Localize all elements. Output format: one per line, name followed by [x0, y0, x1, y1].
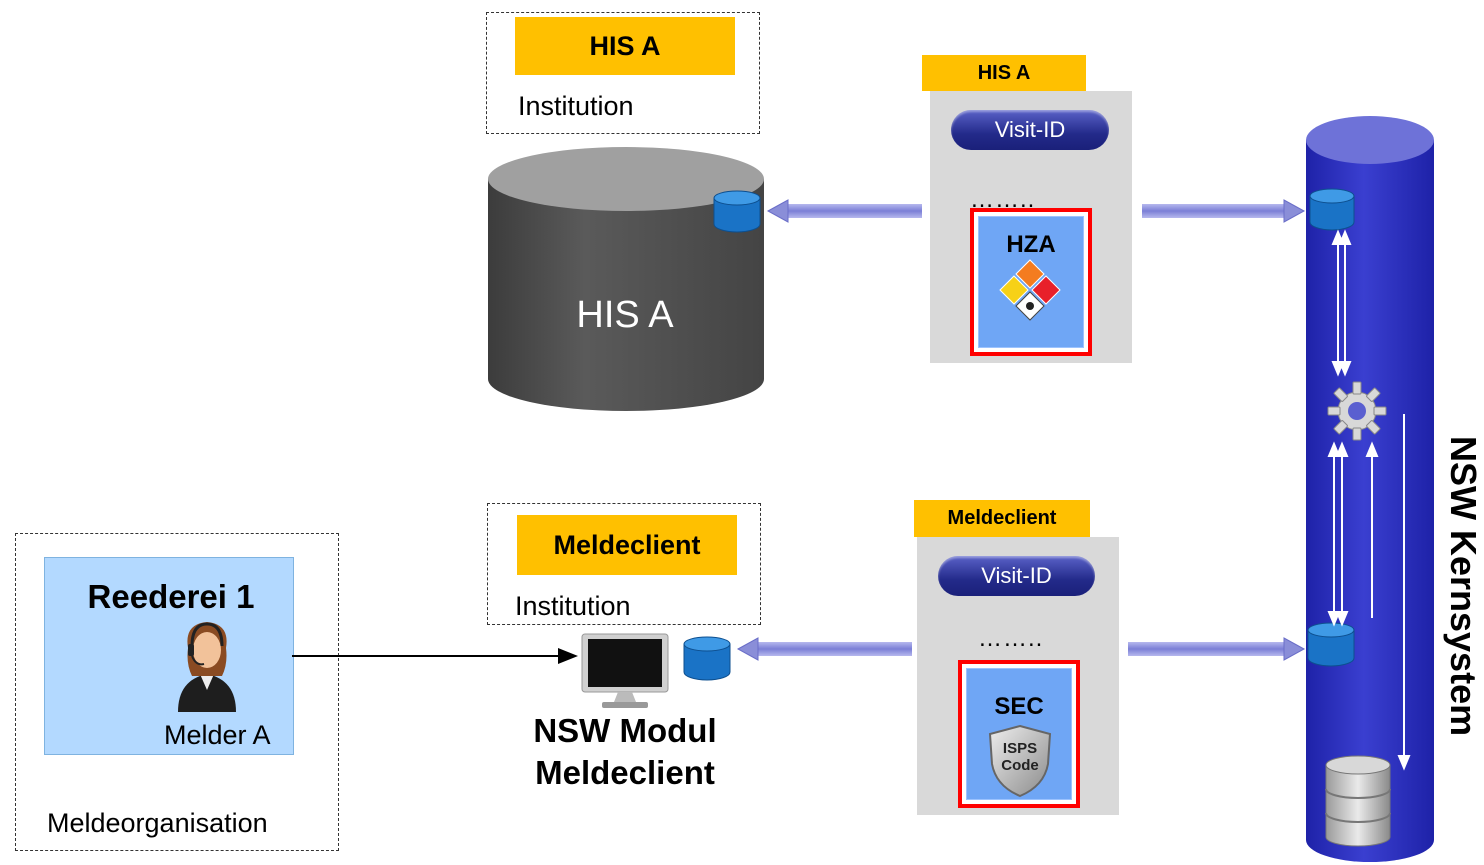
- core-system-title: NSW Kernsystem: [1443, 436, 1484, 737]
- client-message-dots: ……..: [978, 625, 1044, 652]
- reporter-to-client-arrow: [292, 648, 578, 664]
- his-visit-id-pill: Visit-ID: [951, 110, 1109, 150]
- reporter-box: [44, 557, 294, 755]
- his-database-label: HIS A: [576, 294, 674, 336]
- sec-document-title: SEC: [994, 693, 1044, 720]
- his-institution-frame: [486, 12, 760, 134]
- core-internal-arrows: [1327, 229, 1411, 771]
- gear-icon: [1327, 381, 1387, 441]
- his-db-connector-icon: [713, 190, 761, 233]
- client-panel-to-core-arrow: [1128, 637, 1306, 661]
- his-database-cylinder: [488, 147, 764, 411]
- isps-badge-line2: Code: [1001, 757, 1039, 774]
- nsw-module-label-line2: Meldeclient: [535, 754, 715, 791]
- his-message-tab: HIS A: [922, 55, 1086, 91]
- isps-badge-line1: ISPS: [1002, 740, 1038, 757]
- client-visit-id-pill: Visit-ID: [938, 556, 1095, 596]
- his-panel-to-db-arrow: [766, 199, 922, 223]
- database-stack-icon: [1325, 755, 1391, 847]
- client-institution-frame: [487, 503, 761, 625]
- core-client-db-icon: [1307, 622, 1355, 667]
- reporter-org-caption: Meldeorganisation: [47, 808, 268, 838]
- reporter-person-label: Melder A: [164, 720, 271, 750]
- isps-shield-icon: [988, 724, 1052, 798]
- nsw-module-label-line1: NSW Modul: [533, 712, 717, 749]
- client-institution-label: Meldeclient: [517, 515, 737, 575]
- client-message-tab: Meldeclient: [914, 500, 1090, 537]
- hza-document-title: HZA: [1006, 231, 1056, 258]
- nsw-module-label: NSW Modul Meldeclient: [500, 710, 750, 794]
- his-institution-label: HIS A: [515, 17, 735, 75]
- client-panel-to-db-arrow: [736, 637, 912, 661]
- operator-headset-icon: [178, 622, 236, 712]
- hazard-diamonds-icon: [999, 259, 1061, 321]
- his-institution-caption: Institution: [518, 91, 634, 121]
- client-db-connector-icon: [683, 636, 731, 681]
- reporter-org-frame: [15, 533, 339, 851]
- core-his-db-icon: [1309, 188, 1355, 231]
- reporter-company-label: Reederei 1: [87, 578, 255, 615]
- his-panel-to-core-arrow: [1142, 199, 1306, 223]
- monitor-icon: [581, 633, 669, 708]
- client-institution-caption: Institution: [515, 591, 631, 621]
- isps-badge-text: ISPS Code: [986, 740, 1054, 774]
